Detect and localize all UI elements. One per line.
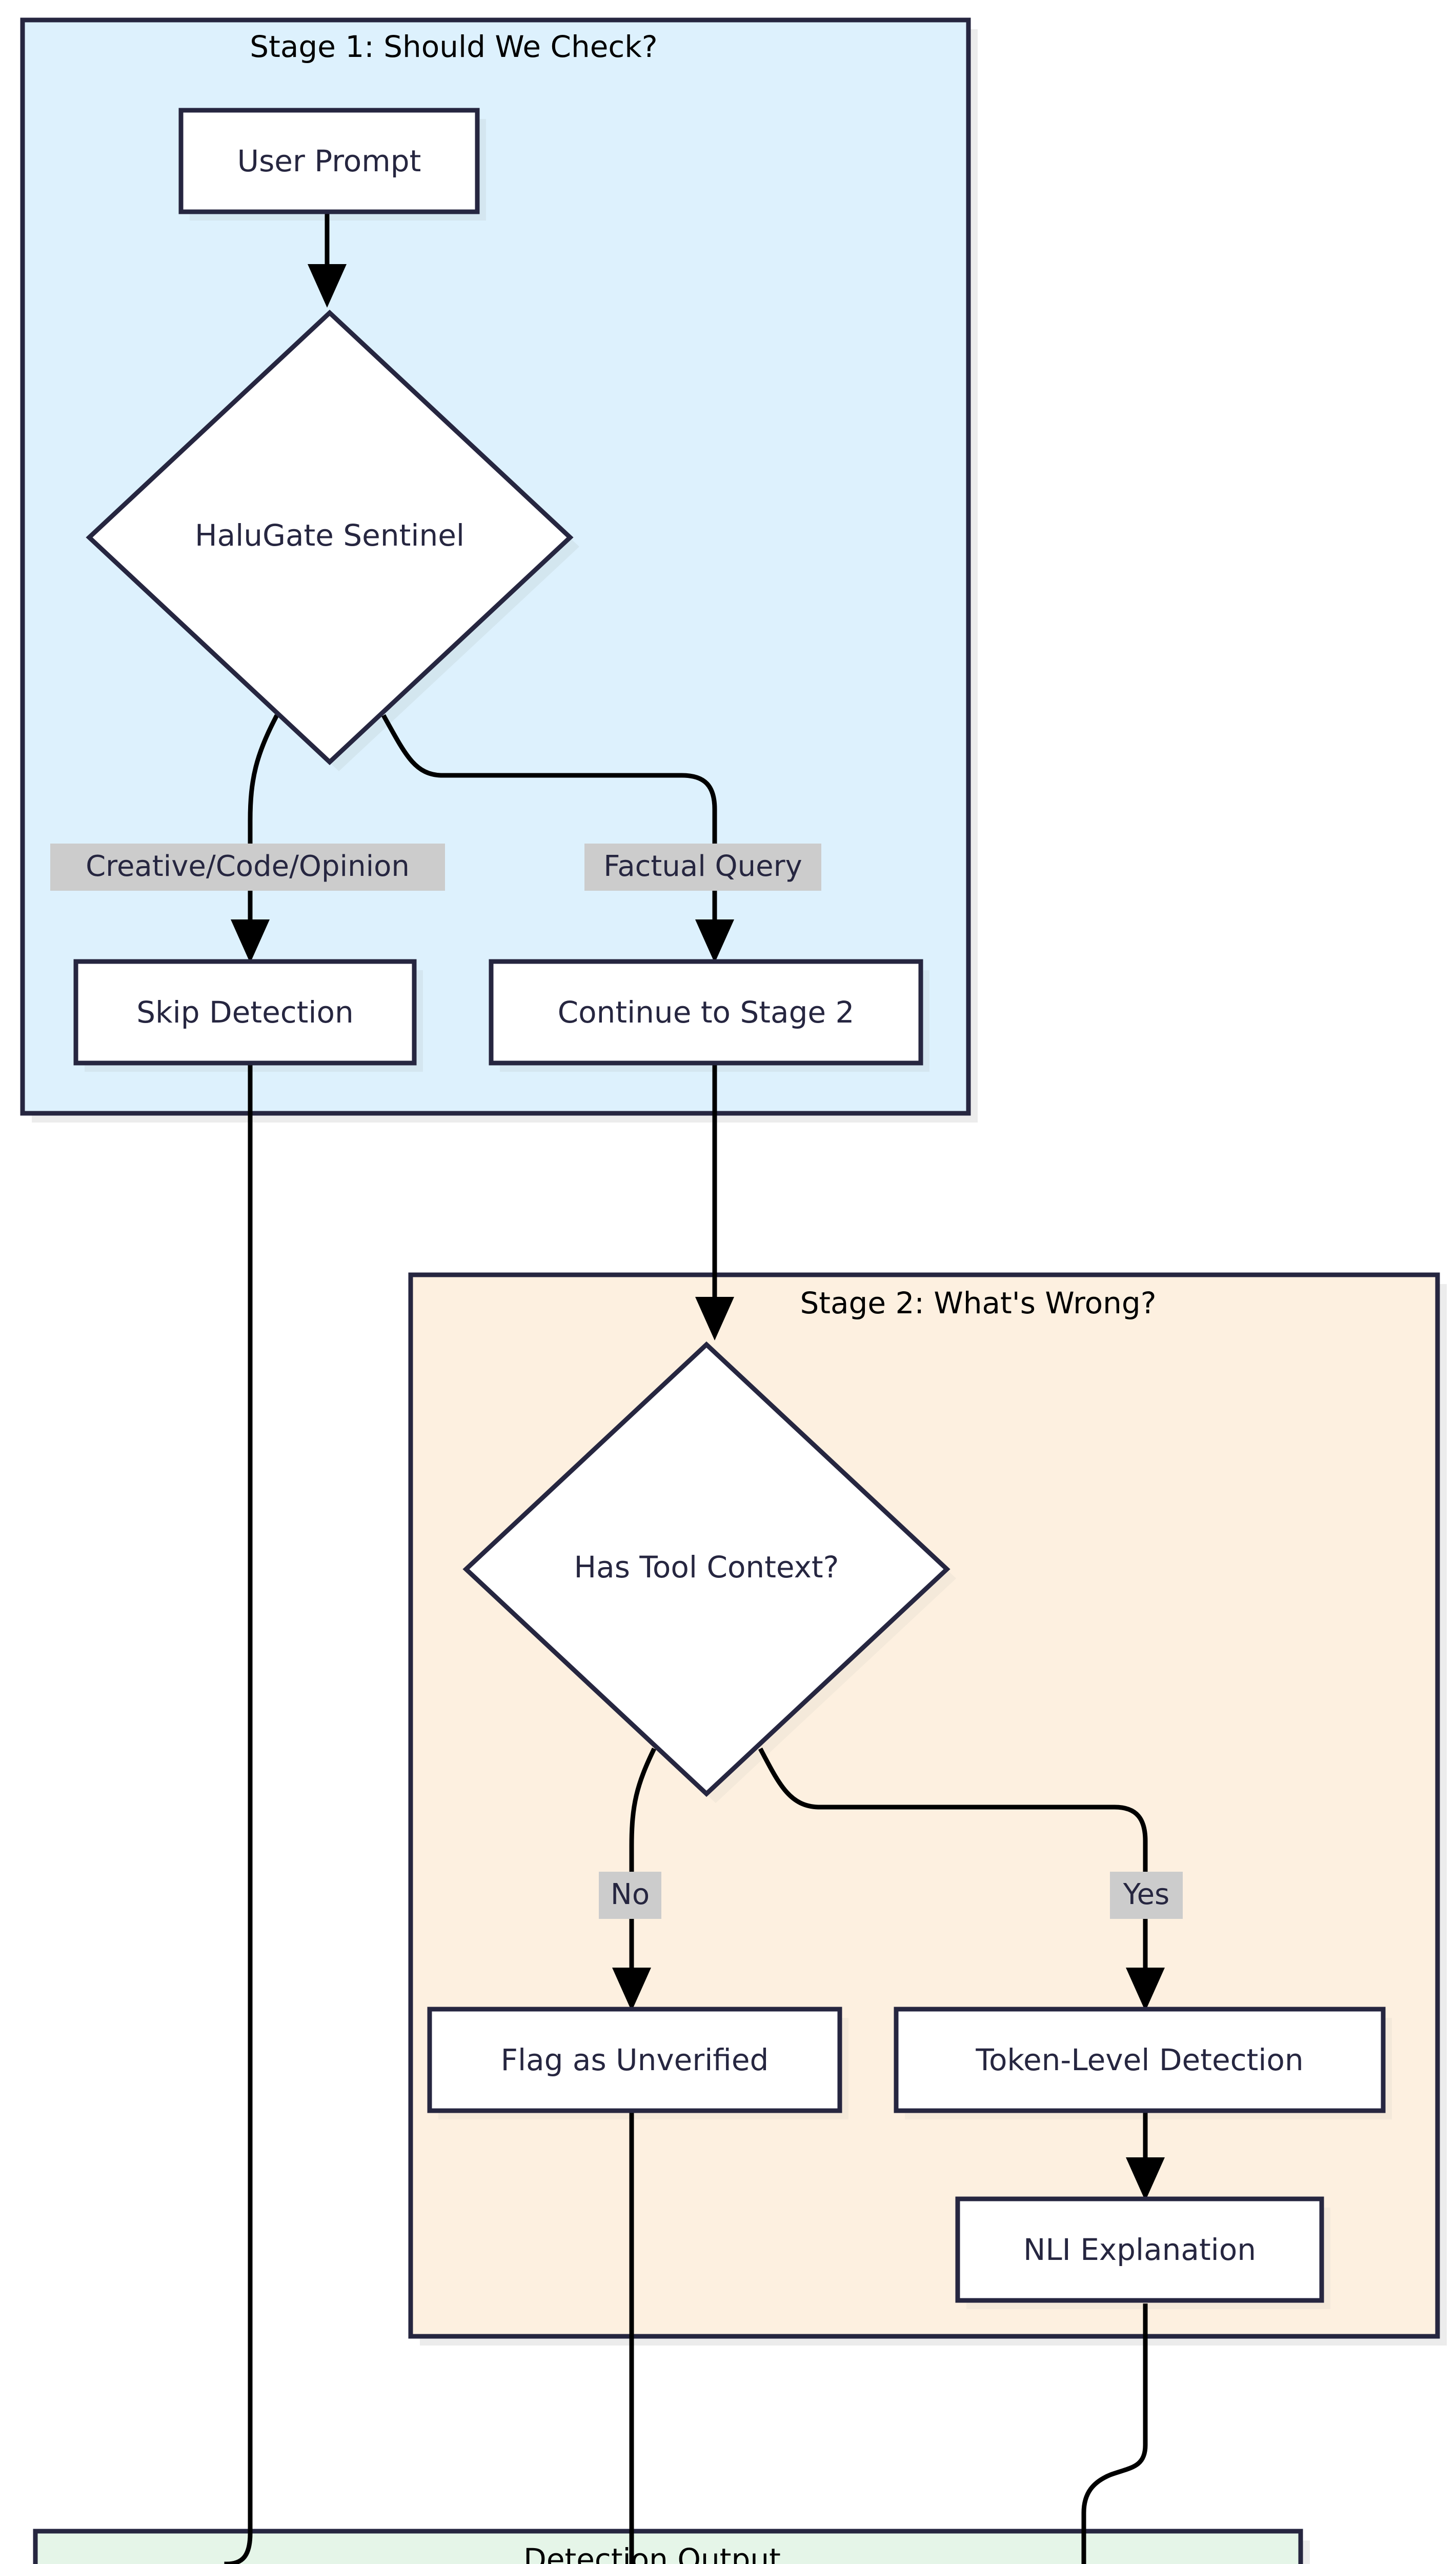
node-nli-explanation[interactable]: NLI Explanation <box>955 2196 1324 2303</box>
edge-label-yes: Yes <box>1110 1872 1183 1919</box>
edge-label-no-text: No <box>611 1878 650 1911</box>
edge-label-creative-code-opinion: Creative/Code/Opinion <box>50 844 445 891</box>
output-cluster <box>33 2529 1303 2564</box>
edge-user-prompt-to-halugate-sentinel <box>308 213 347 308</box>
node-user-prompt-label: User Prompt <box>237 144 421 178</box>
node-user-prompt[interactable]: User Prompt <box>178 108 480 214</box>
edge-continue-to-stage-2-to-has-tool-context <box>695 1065 734 1340</box>
node-has-tool-context[interactable]: Has Tool Context? <box>462 1341 951 1797</box>
node-flag-as-unverified[interactable]: Flag as Unverified <box>427 2007 842 2113</box>
node-halugate-sentinel[interactable]: HaluGate Sentinel <box>86 309 574 766</box>
node-nli-explanation-label: NLI Explanation <box>1023 2232 1256 2267</box>
node-continue-to-stage-2[interactable]: Continue to Stage 2 <box>489 959 923 1066</box>
node-has-tool-context-label: Has Tool Context? <box>574 1550 839 1585</box>
edge-has-tool-context-to-flag-as-unverified <box>612 1748 657 2011</box>
node-skip-detection-label: Skip Detection <box>136 995 354 1030</box>
node-skip-detection[interactable]: Skip Detection <box>73 959 417 1066</box>
node-token-level-detection-label: Token-Level Detection <box>975 2042 1303 2077</box>
edge-label-yes-text: Yes <box>1123 1878 1169 1911</box>
edge-halugate-sentinel-to-continue-to-stage-2 <box>381 714 734 963</box>
node-token-level-detection[interactable]: Token-Level Detection <box>894 2007 1386 2113</box>
stage1-cluster-title: Stage 1: Should We Check? <box>250 29 657 64</box>
node-continue-to-stage-2-label: Continue to Stage 2 <box>558 995 855 1030</box>
output-cluster-title: Detection Output <box>523 2542 781 2564</box>
edge-label-creative-code-opinion-text: Creative/Code/Opinion <box>86 850 410 883</box>
edge-halugate-sentinel-to-skip-detection <box>231 714 279 963</box>
edge-flag-as-unverified-to-warning-header <box>629 2112 634 2564</box>
edge-label-no: No <box>599 1872 661 1919</box>
node-halugate-sentinel-label: HaluGate Sentinel <box>195 518 464 553</box>
edge-label-factual-query-text: Factual Query <box>603 850 802 883</box>
edge-has-tool-context-to-token-level-detection <box>758 1747 1165 2011</box>
node-flag-as-unverified-label: Flag as Unverified <box>501 2042 769 2077</box>
edge-label-factual-query: Factual Query <box>584 844 821 891</box>
edge-token-level-detection-to-nli-explanation <box>1126 2112 1165 2201</box>
stage2-cluster-title: Stage 2: What's Wrong? <box>800 1286 1156 1320</box>
edge-nli-explanation-to-detailed-report <box>1081 2303 1148 2564</box>
